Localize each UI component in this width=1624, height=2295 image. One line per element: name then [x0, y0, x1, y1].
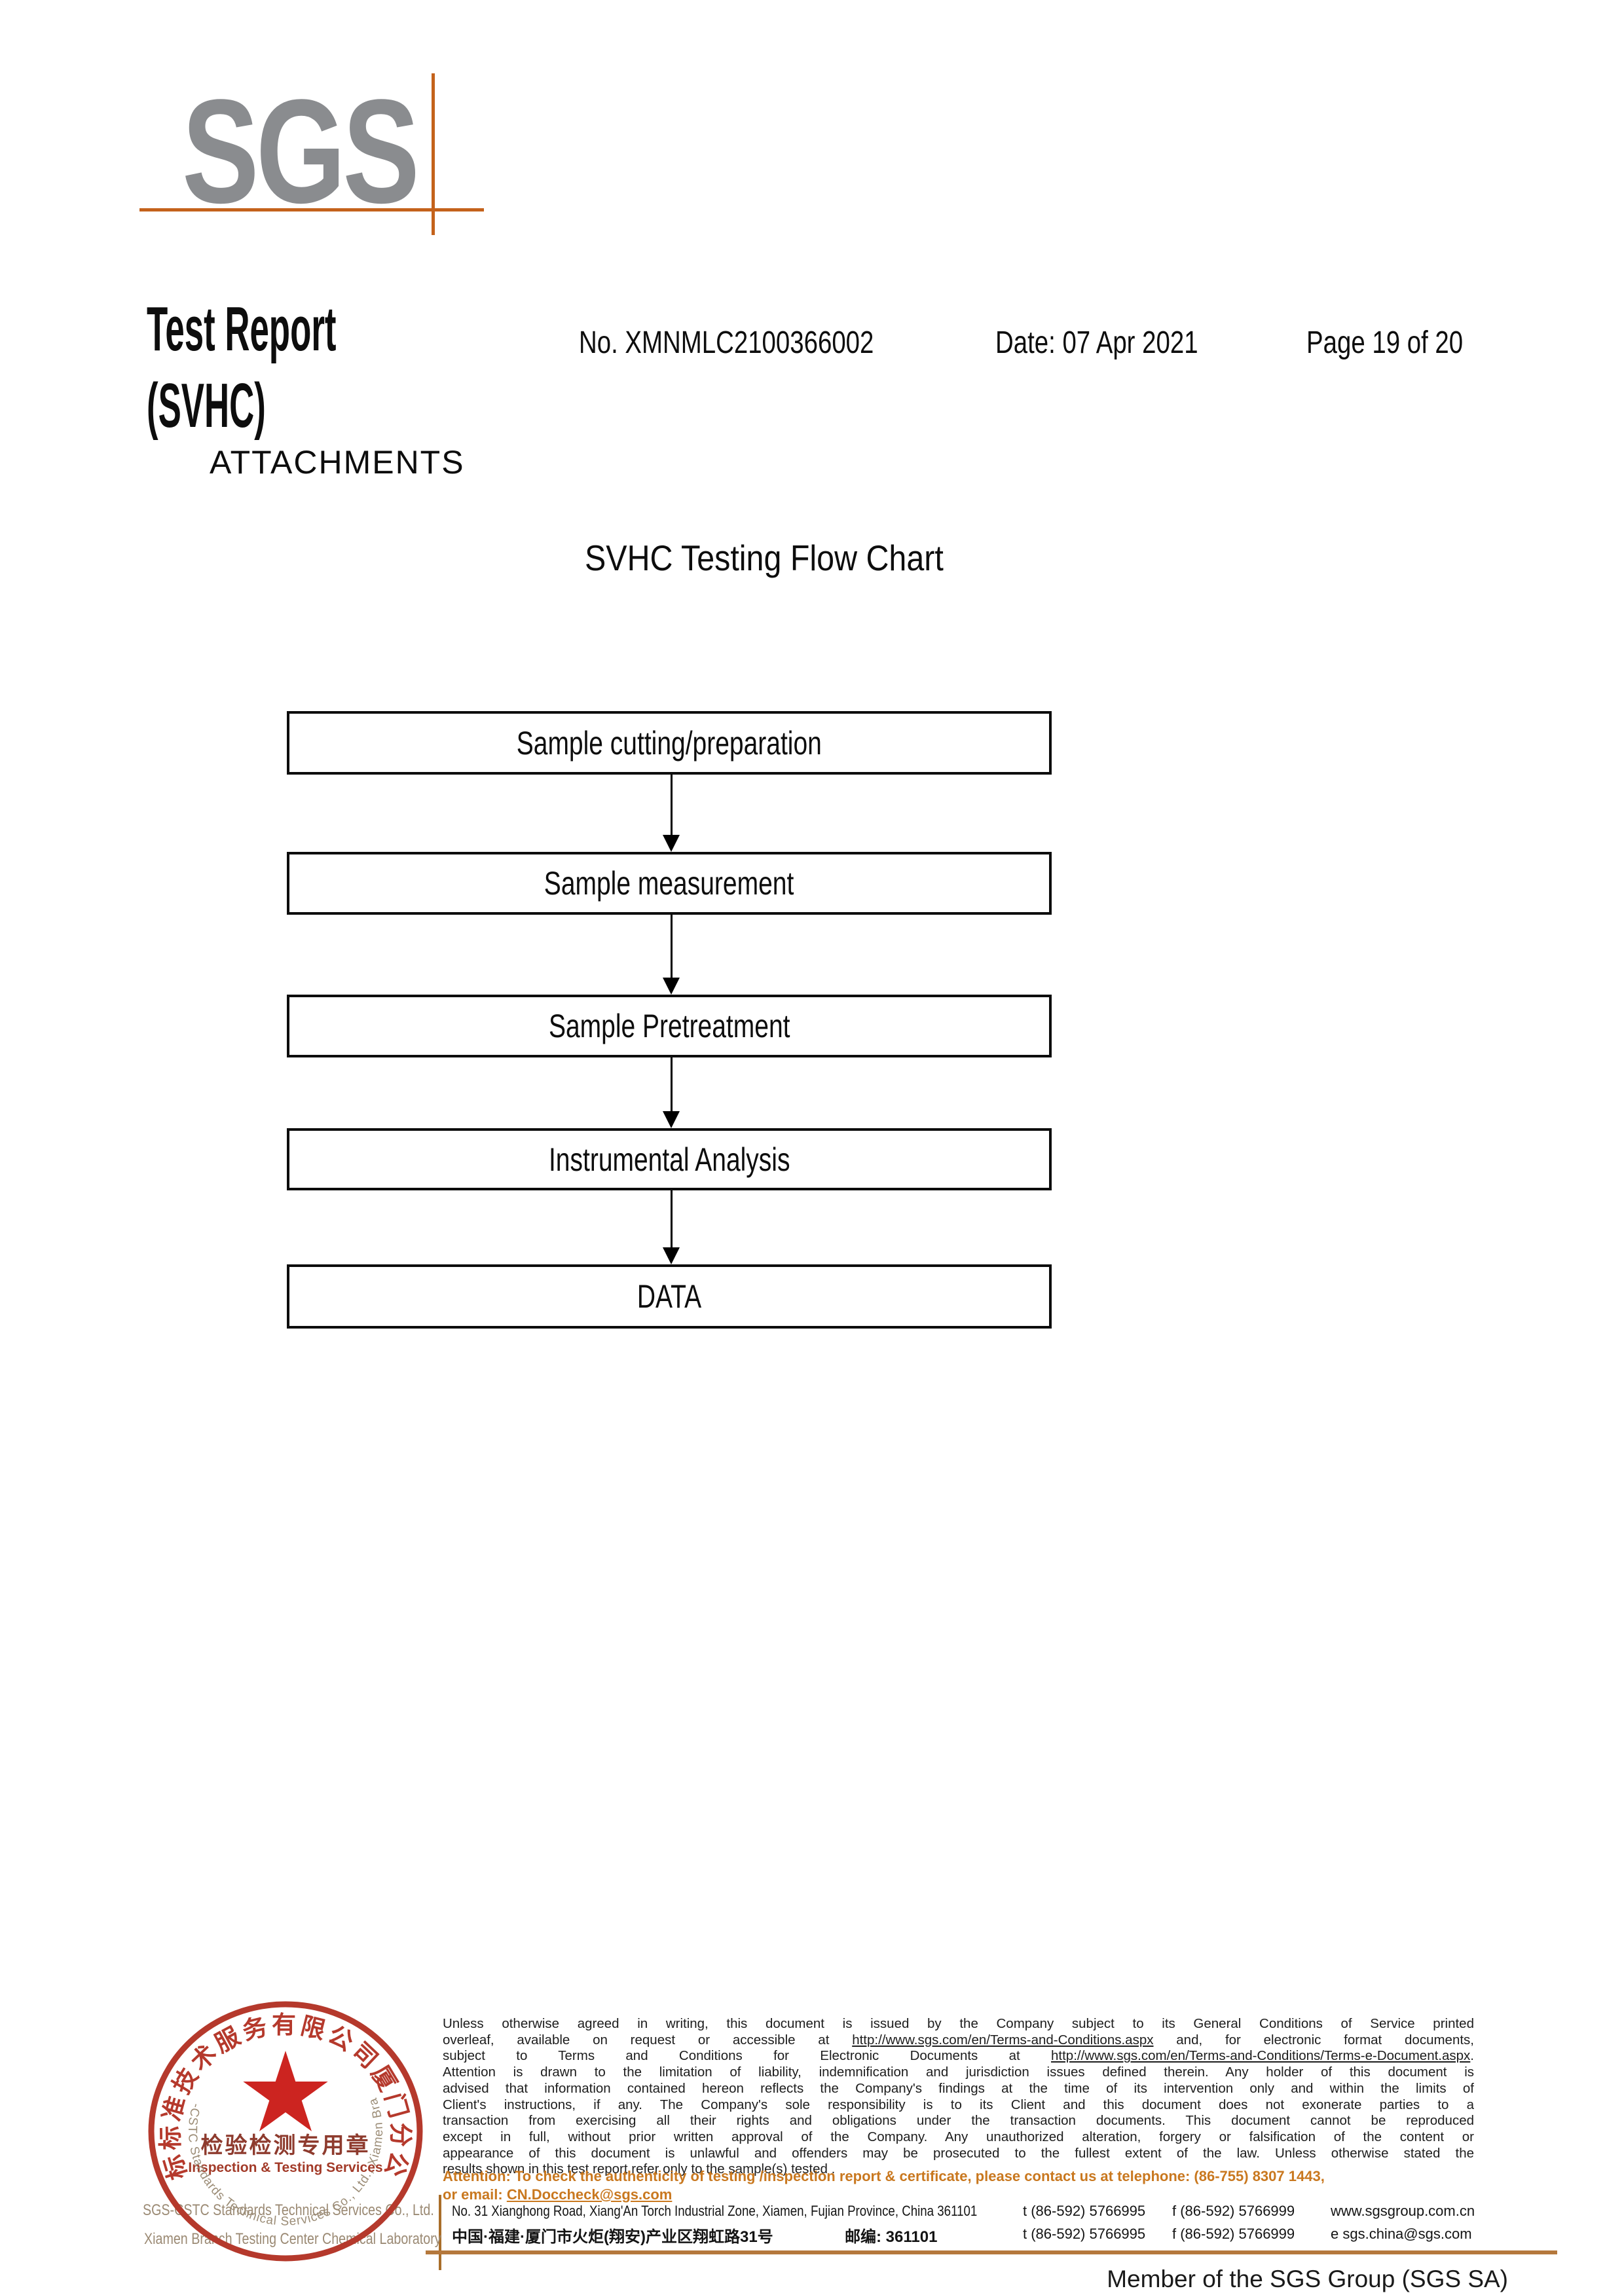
logo-orange-hline — [139, 208, 484, 211]
disclaimer-line: Unless otherwise agreed in writing, this… — [443, 2016, 1474, 2031]
company-lab-line: Xiamen Branch Testing Center Chemical La… — [144, 2230, 441, 2248]
flow-step-box: Instrumental Analysis — [287, 1128, 1052, 1190]
flow-step-label: DATA — [637, 1278, 702, 1315]
report-subtitle: (SVHC) — [147, 371, 266, 441]
address-fax-2: f (86-592) 5766999 — [1172, 2226, 1295, 2242]
address-tel-2: t (86-592) 5766995 — [1023, 2226, 1146, 2242]
disclaimer-line: except in full, without prior written ap… — [443, 2129, 1474, 2144]
disclaimer-line: results shown in this test report refer … — [443, 2161, 836, 2177]
disclaimer-line: Attention is drawn to the limitation of … — [443, 2065, 1474, 2080]
disclaimer-line: overleaf, available on request or access… — [443, 2032, 1474, 2047]
stamp-center-en: Inspection & Testing Services — [188, 2160, 382, 2175]
attention-line: Attention: To check the authenticity of … — [443, 2168, 1325, 2184]
inspection-stamp: 通标标准技术服务有限公司厦门分公司 检验检测专用章 Inspection & T… — [134, 1994, 423, 2262]
flow-step-box: Sample cutting/preparation — [287, 711, 1052, 775]
footer-orange-vline — [439, 2195, 441, 2270]
address-line-en: No. 31 Xianghong Road, Xiang'An Torch In… — [452, 2203, 978, 2219]
flow-step-box: Sample measurement — [287, 852, 1052, 915]
flow-arrow-line — [671, 915, 673, 978]
disclaimer-line: appearance of this document is unlawful … — [443, 2145, 1474, 2161]
report-date: Date: 07 Apr 2021 — [995, 325, 1198, 360]
flow-arrowhead-icon — [663, 978, 680, 995]
star-icon — [243, 2051, 328, 2131]
flow-step-box: Sample Pretreatment — [287, 995, 1052, 1057]
flow-arrowhead-icon — [663, 835, 680, 852]
flow-step-label: Sample Pretreatment — [548, 1008, 790, 1044]
address-fax-1: f (86-592) 5766999 — [1172, 2203, 1295, 2219]
address-line-cn: 中国·福建·厦门市火炬(翔安)产业区翔虹路31号 — [452, 2228, 773, 2246]
address-email: e sgs.china@sgs.com — [1331, 2226, 1472, 2242]
flow-arrow-line — [671, 775, 673, 835]
flow-arrow-line — [671, 1190, 673, 1247]
flow-arrowhead-icon — [663, 1111, 680, 1128]
flow-step-label: Sample measurement — [544, 865, 794, 902]
page-indicator: Page 19 of 20 — [1306, 325, 1464, 360]
logo-orange-vline — [432, 73, 435, 235]
disclaimer-line: subject to Terms and Conditions for Elec… — [443, 2048, 1474, 2064]
sgs-logo: SGS — [182, 68, 420, 234]
flow-step-label: Instrumental Analysis — [548, 1141, 790, 1178]
footer-orange-hline — [426, 2250, 1557, 2254]
attention-notice: Attention: To check the authenticity of … — [443, 2167, 1474, 2204]
disclaimer-line: Client's instructions, if any. The Compa… — [443, 2097, 1474, 2112]
report-number: No. XMNMLC2100366002 — [579, 325, 874, 360]
flow-step-box: DATA — [287, 1264, 1052, 1329]
flow-arrowhead-icon — [663, 1247, 680, 1264]
address-postcode: 邮编: 361101 — [845, 2228, 938, 2246]
flow-step-label: Sample cutting/preparation — [516, 724, 822, 762]
flow-chart-title: SVHC Testing Flow Chart — [585, 538, 944, 578]
disclaimer-line: advised that information contained hereo… — [443, 2080, 1474, 2096]
flow-arrow-line — [671, 1057, 673, 1111]
disclaimer-text: Unless otherwise agreed in writing, this… — [443, 2016, 1474, 2178]
stamp-center-cn: 检验检测专用章 — [201, 2133, 371, 2158]
address-website: www.sgsgroup.com.cn — [1331, 2203, 1475, 2219]
address-tel-1: t (86-592) 5766995 — [1023, 2203, 1146, 2219]
attachments-heading: ATTACHMENTS — [210, 444, 465, 481]
sgs-member-note: Member of the SGS Group (SGS SA) — [1107, 2266, 1508, 2292]
attention-line: or email: CN.Doccheck@sgs.com — [443, 2186, 673, 2203]
disclaimer-line: transaction from exercising all their ri… — [443, 2113, 1474, 2129]
report-title: Test Report — [147, 294, 337, 364]
